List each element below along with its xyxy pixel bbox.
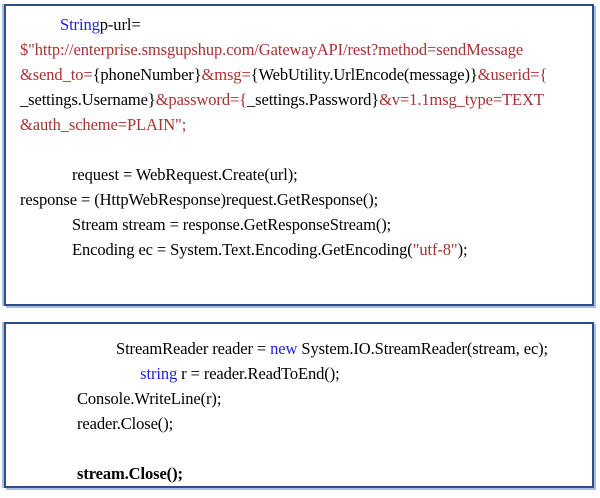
code-token: {phoneNumber} xyxy=(92,65,202,84)
code-line: _settings.Username}&password={_settings.… xyxy=(6,87,592,112)
code-token xyxy=(116,364,140,383)
code-token: ); xyxy=(457,240,468,259)
code-line: Encoding ec = System.Text.Encoding.GetEn… xyxy=(6,237,592,262)
keyword-token: new xyxy=(270,339,298,358)
code-block-request-setup: Stringp-url= $"http://enterprise.smsgupsh… xyxy=(4,4,594,306)
code-line: reader.Close(); xyxy=(6,411,592,436)
code-token: Stream stream = response.GetResponseStre… xyxy=(72,215,392,234)
string-literal-token: &msg= xyxy=(201,65,251,84)
string-literal-token: &userid={ xyxy=(477,65,548,84)
code-token: _settings.Password} xyxy=(247,90,380,109)
string-literal-token: "utf-8" xyxy=(412,240,458,259)
code-line: response = (HttpWebResponse)request.GetR… xyxy=(6,187,592,212)
string-literal-token: &send_to= xyxy=(20,65,93,84)
code-lines-container-one: Stringp-url= $"http://enterprise.smsgupsh… xyxy=(6,12,592,262)
code-line: Stringp-url= xyxy=(6,12,592,37)
code-line: stream.Close(); xyxy=(6,461,592,486)
code-line: Stream stream = response.GetResponseStre… xyxy=(6,212,592,237)
code-line: &auth_scheme=PLAIN"; xyxy=(6,112,592,137)
blank-line xyxy=(6,137,592,162)
code-line: Console.WriteLine(r); xyxy=(6,386,592,411)
code-token: request = WebRequest.Create(url); xyxy=(72,165,298,184)
code-token: p-url= xyxy=(99,15,141,34)
code-block-response-read: StreamReader reader = new System.IO.Stre… xyxy=(4,322,594,488)
string-literal-token: $"http://enterprise.smsgupshup.com/Gatew… xyxy=(20,40,524,59)
string-literal-token: &v=1.1msg_type=TEXT xyxy=(379,90,544,109)
code-token: Encoding ec = System.Text.Encoding.GetEn… xyxy=(72,240,413,259)
code-line: StreamReader reader = new System.IO.Stre… xyxy=(6,336,592,361)
block-top-padding xyxy=(6,324,592,336)
code-token: response = (HttpWebResponse)request.GetR… xyxy=(20,190,379,209)
code-line: string r = reader.ReadToEnd(); xyxy=(6,361,592,386)
code-line: $"http://enterprise.smsgupshup.com/Gatew… xyxy=(6,37,592,62)
code-token: r = reader.ReadToEnd(); xyxy=(177,364,340,383)
string-literal-token: &password={ xyxy=(155,90,247,109)
code-token-bold: stream.Close(); xyxy=(77,464,183,483)
code-token: _settings.Username} xyxy=(20,90,156,109)
keyword-token: String xyxy=(60,15,100,34)
string-literal-token: &auth_scheme=PLAIN"; xyxy=(20,115,187,134)
code-line: &send_to={phoneNumber}&msg={WebUtility.U… xyxy=(6,62,592,87)
code-lines-container-two: StreamReader reader = new System.IO.Stre… xyxy=(6,336,592,486)
code-token: {WebUtility.UrlEncode(message)} xyxy=(250,65,478,84)
code-token: StreamReader reader = xyxy=(116,339,271,358)
code-token: System.IO.StreamReader(stream, ec); xyxy=(297,339,549,358)
keyword-token: string xyxy=(140,364,178,383)
blank-line xyxy=(6,436,592,461)
code-token: reader.Close(); xyxy=(77,414,174,433)
code-token: Console.WriteLine(r); xyxy=(77,389,222,408)
code-line: request = WebRequest.Create(url); xyxy=(6,162,592,187)
